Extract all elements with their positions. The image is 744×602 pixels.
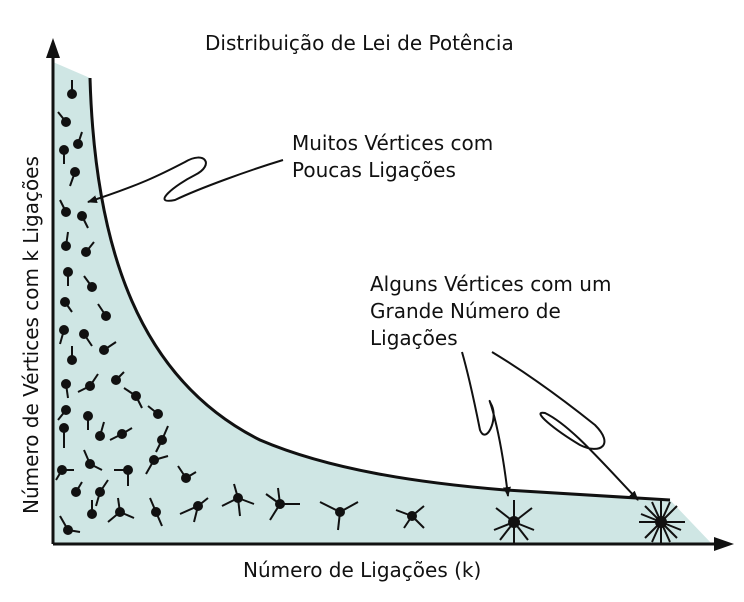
vertex-1-link bbox=[77, 211, 89, 229]
vertex-2-links bbox=[55, 465, 74, 481]
vertex-2-links bbox=[149, 497, 163, 527]
x-axis-arrow bbox=[714, 537, 734, 551]
vertex-4-links bbox=[395, 505, 425, 529]
vertex-2-links bbox=[77, 373, 99, 393]
vertex-2-links bbox=[109, 427, 133, 441]
vertex-2-links bbox=[114, 465, 133, 486]
annotation-line: Ligações bbox=[370, 326, 458, 350]
annotation-few-links: Muitos Vértices com Poucas Ligações bbox=[292, 130, 493, 184]
x-axis-label: Número de Ligações (k) bbox=[243, 558, 482, 582]
hub-vertex-medium bbox=[493, 500, 535, 544]
vertex-1-link bbox=[61, 231, 71, 251]
vertex-1-link bbox=[83, 411, 93, 430]
hub-vertex-large bbox=[639, 500, 685, 544]
y-axis-label: Número de Vértices com k Ligações bbox=[19, 156, 43, 514]
vertex-1-link bbox=[81, 241, 95, 257]
vertex-1-link bbox=[95, 421, 105, 441]
vertex-2-links bbox=[83, 449, 103, 471]
annotation-many-links: Alguns Vértices com um Grande Número de … bbox=[370, 271, 611, 352]
vertex-1-link bbox=[59, 325, 69, 345]
vertex-1-link bbox=[147, 405, 163, 419]
annotation-arrow-medium-hub bbox=[461, 351, 511, 497]
vertex-1-link bbox=[67, 80, 77, 99]
vertex-1-link bbox=[60, 297, 73, 313]
annotation-arrow-large-hub bbox=[491, 351, 639, 501]
vertex-1-link bbox=[87, 500, 97, 519]
y-axis-arrow bbox=[46, 38, 60, 58]
annotation-line: Alguns Vértices com um bbox=[370, 272, 612, 296]
annotation-line: Muitos Vértices com bbox=[292, 131, 494, 155]
vertex-1-link bbox=[57, 405, 71, 421]
vertex-1-link bbox=[97, 303, 111, 321]
annotation-arrow-few-links bbox=[87, 156, 284, 204]
vertex-1-link bbox=[67, 346, 77, 365]
vertex-1-link bbox=[79, 329, 93, 347]
vertex-1-link bbox=[111, 371, 125, 385]
vertex-2-links bbox=[155, 425, 169, 453]
vertex-1-link bbox=[73, 131, 83, 149]
vertex-4-links bbox=[265, 487, 300, 521]
power-law-curve bbox=[88, 77, 671, 502]
vertex-1-link bbox=[83, 275, 97, 292]
vertex-1-link bbox=[59, 145, 69, 164]
distribution-area bbox=[53, 62, 712, 544]
vertex-glyphs bbox=[55, 80, 685, 544]
vertex-1-link bbox=[61, 379, 71, 399]
vertex-2-links bbox=[145, 455, 169, 475]
annotation-line: Poucas Ligações bbox=[292, 158, 456, 182]
vertex-3-links bbox=[319, 501, 359, 531]
vertex-1-link bbox=[69, 167, 80, 187]
vertex-3-links bbox=[107, 497, 135, 523]
vertex-2-links bbox=[59, 515, 81, 535]
vertex-1-link bbox=[59, 423, 69, 448]
vertex-1-link bbox=[63, 267, 73, 286]
vertex-2-links bbox=[177, 465, 197, 483]
vertex-1-link bbox=[57, 111, 71, 127]
vertex-2-links bbox=[95, 479, 109, 507]
vertex-3-links bbox=[221, 483, 255, 517]
vertex-1-link bbox=[59, 199, 71, 217]
vertex-1-link bbox=[99, 341, 117, 355]
annotation-line: Grande Número de bbox=[370, 299, 561, 323]
vertex-3-links bbox=[179, 497, 209, 523]
vertex-2-links bbox=[123, 387, 143, 409]
diagram-title: Distribuição de Lei de Potência bbox=[205, 31, 514, 55]
vertex-1-link bbox=[71, 481, 83, 497]
